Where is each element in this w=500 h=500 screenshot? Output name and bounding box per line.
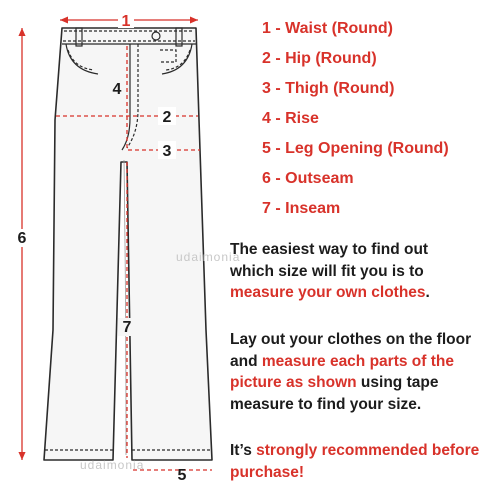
- instruction-paragraph-2: Lay out your clothes on the floor and me…: [230, 329, 496, 415]
- instruction-paragraph-3: It’s strongly recommended before purchas…: [230, 440, 480, 483]
- pants-outline: [43, 27, 213, 461]
- marker-5-label: 5: [178, 467, 187, 484]
- p1-text: The easiest way to find out which size w…: [230, 241, 429, 280]
- instruction-paragraph-1: The easiest way to find out which size w…: [230, 239, 470, 304]
- watermark-text-bottom: udaimonia: [80, 458, 145, 472]
- legend-item-rise: 4 - Rise: [262, 110, 319, 127]
- marker-6-label: 6: [18, 230, 27, 247]
- legend-item-thigh: 3 - Thigh (Round): [262, 80, 395, 97]
- marker-1-label: 1: [122, 13, 131, 30]
- p2-text: Lay out your clothes on the floor and: [230, 331, 472, 370]
- marker-4-label: 4: [113, 81, 122, 98]
- measurement-legend: 1 - Waist (Round) 2 - Hip (Round) 3 - Th…: [262, 14, 449, 224]
- legend-item-hip: 2 - Hip (Round): [262, 50, 377, 67]
- legend-item-outseam: 6 - Outseam: [262, 170, 354, 187]
- p2-end: using tape measure to find your size.: [230, 374, 439, 413]
- legend-item-inseam: 7 - Inseam: [262, 200, 341, 217]
- watermark-text: udaimonia: [176, 250, 241, 264]
- marker-2-label: 2: [163, 109, 172, 126]
- p2-highlight: measure each parts of the picture as sho…: [230, 352, 454, 392]
- p3-text: It’s: [230, 442, 257, 459]
- measure-labels: 1 2 3 4 5 6 7: [14, 12, 187, 484]
- p1-highlight: measure your own clothes: [230, 284, 426, 301]
- legend-item-waist: 1 - Waist (Round): [262, 20, 393, 37]
- legend-item-leg-opening: 5 - Leg Opening (Round): [262, 140, 449, 157]
- pants-details: [45, 27, 211, 456]
- p1-end: .: [425, 284, 430, 301]
- marker-7-label: 7: [123, 319, 132, 336]
- marker-3-label: 3: [163, 143, 172, 160]
- p3-highlight: strongly recommended before purchase!: [230, 442, 480, 481]
